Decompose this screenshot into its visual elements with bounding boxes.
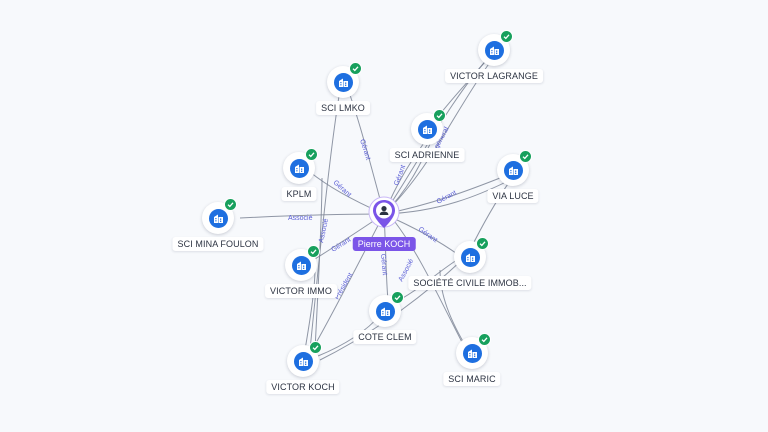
building-icon (296, 261, 306, 270)
node-label: VICTOR IMMO (265, 284, 337, 298)
node-icon (456, 333, 491, 369)
verified-check-icon (349, 62, 362, 75)
center-person-pin[interactable] (368, 196, 400, 236)
node-label: KPLM (281, 187, 317, 201)
verified-check-icon (519, 150, 532, 163)
node-label: SCI LMKO (316, 101, 370, 115)
edge-label-victor-koch-immo: Associé (318, 218, 330, 244)
node-icon (327, 62, 362, 98)
edge-victor-koch-kplm (314, 177, 323, 351)
verified-check-icon (307, 245, 320, 258)
edge-label-sci-adrienne: Gérant (393, 164, 407, 187)
verified-check-icon (309, 341, 322, 354)
node-icon (497, 150, 532, 186)
node-label: VIA LUCE (487, 189, 539, 203)
node-label: VICTOR KOCH (266, 380, 340, 394)
building-icon (422, 125, 432, 134)
edge-victor-koch-societe (319, 259, 463, 361)
node-icon (411, 109, 446, 145)
node-icon (454, 237, 489, 273)
edge-label-societe-civile: Gérant (417, 226, 438, 244)
building-icon (380, 307, 390, 316)
node-icon (478, 30, 513, 66)
building-icon (294, 164, 304, 173)
edge-victor-koch (311, 213, 385, 351)
person-icon (379, 206, 389, 215)
verified-check-icon (500, 30, 513, 43)
building-icon (298, 357, 308, 366)
verified-check-icon (478, 333, 491, 346)
verified-check-icon (476, 237, 489, 250)
building-icon (465, 253, 475, 262)
node-label: COTE CLEM (353, 330, 417, 344)
node-icon (369, 291, 404, 327)
node-icon (283, 148, 318, 184)
verified-check-icon (391, 291, 404, 304)
building-icon (467, 349, 477, 358)
building-icon (213, 214, 223, 223)
node-label: SCI MARIC (443, 372, 501, 386)
node-label: VICTOR LAGRANGE (445, 69, 543, 83)
verified-check-icon (224, 198, 237, 211)
node-icon (202, 198, 237, 234)
edge-sci-mina-foulon (239, 213, 385, 219)
building-icon (489, 46, 499, 55)
node-label: SCI ADRIENNE (389, 148, 465, 162)
edge-label-cote-clem: Gérant (379, 254, 388, 276)
edge-via-luce-2 (383, 179, 511, 215)
node-icon (285, 245, 320, 281)
node-label: SOCIÉTÉ CIVILE IMMOB... (408, 276, 532, 290)
edge-victor-koch-immo (304, 267, 316, 351)
building-icon (338, 78, 348, 87)
node-icon (287, 341, 322, 377)
edge-label-victor-immo: Gérant (330, 236, 352, 253)
center-person-label[interactable]: Pierre KOCH (352, 237, 416, 251)
building-icon (508, 166, 518, 175)
verified-check-icon (433, 109, 446, 122)
edge-label-sci-mina-foulon: Associé (288, 215, 313, 222)
node-label: SCI MINA FOULON (172, 237, 264, 251)
edge-label-sci-lmko: Gérant (358, 138, 371, 161)
edge-label-via-luce: Gérant (436, 190, 458, 206)
verified-check-icon (305, 148, 318, 161)
